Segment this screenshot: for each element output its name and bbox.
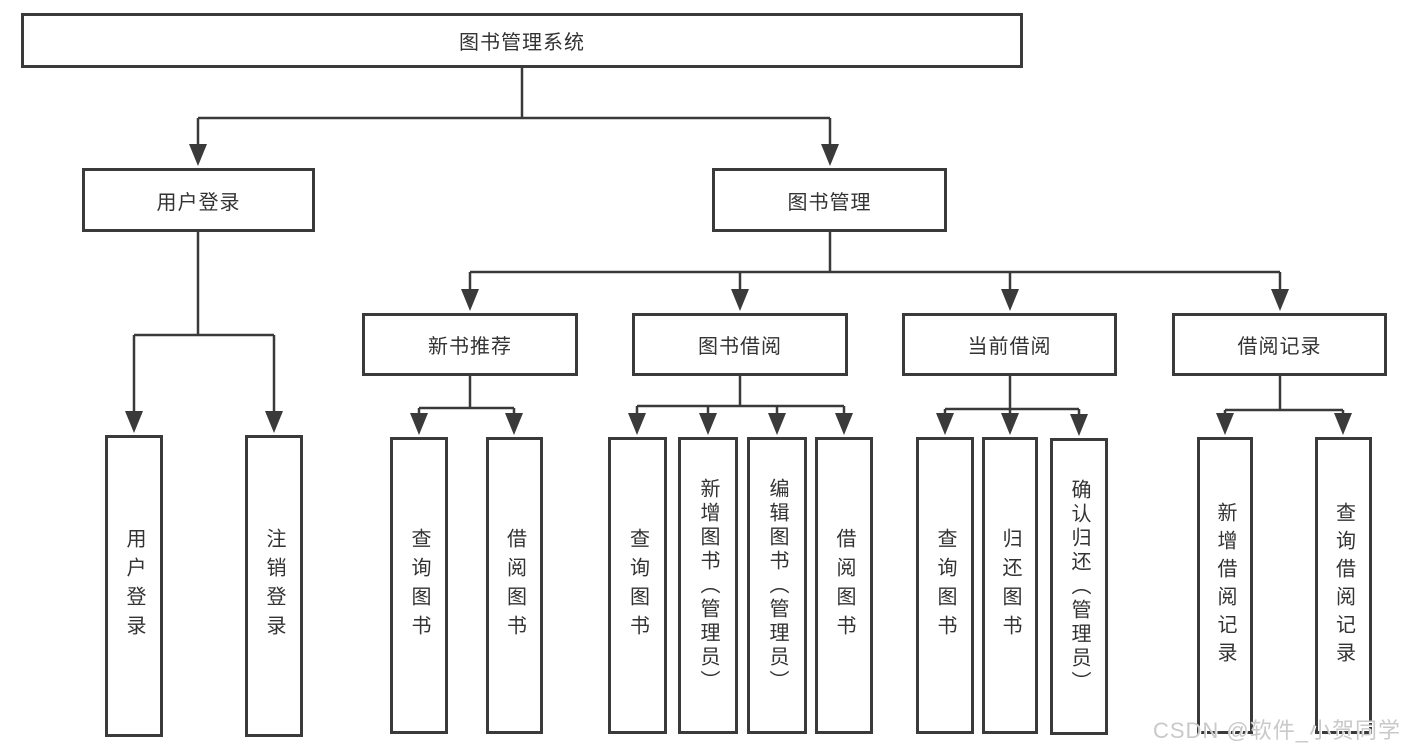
- leaf-logout: 注销登录: [245, 435, 303, 737]
- leaf-records-add: 新增借阅记录: [1197, 437, 1253, 734]
- node-new-book-recommend: 新书推荐: [362, 313, 578, 376]
- csdn-watermark: CSDN @软件_小贺同学: [1152, 718, 1401, 743]
- node-user-login: 用户登录: [82, 168, 315, 232]
- leaf-current-confirm-return: 确认归还（管理员）: [1050, 438, 1108, 735]
- leaf-borrow-edit-books: 编辑图书（管理员）: [747, 437, 807, 734]
- leaf-borrow-borrow-books: 借阅图书: [815, 437, 873, 734]
- leaf-current-query-books: 查询图书: [916, 437, 974, 734]
- node-borrow-records: 借阅记录: [1172, 313, 1387, 376]
- node-book-management: 图书管理: [712, 168, 947, 232]
- leaf-recommend-borrow-books: 借阅图书: [486, 437, 543, 734]
- node-root: 图书管理系统: [21, 13, 1023, 68]
- node-book-borrow: 图书借阅: [632, 313, 848, 376]
- node-current-borrow: 当前借阅: [902, 313, 1117, 376]
- leaf-user-login: 用户登录: [105, 435, 163, 737]
- leaf-records-query: 查询借阅记录: [1315, 437, 1372, 734]
- leaf-recommend-query-books: 查询图书: [390, 437, 448, 734]
- leaf-borrow-query-books: 查询图书: [608, 437, 667, 734]
- leaf-borrow-add-books: 新增图书（管理员）: [678, 437, 738, 734]
- leaf-current-return-books: 归还图书: [982, 437, 1038, 734]
